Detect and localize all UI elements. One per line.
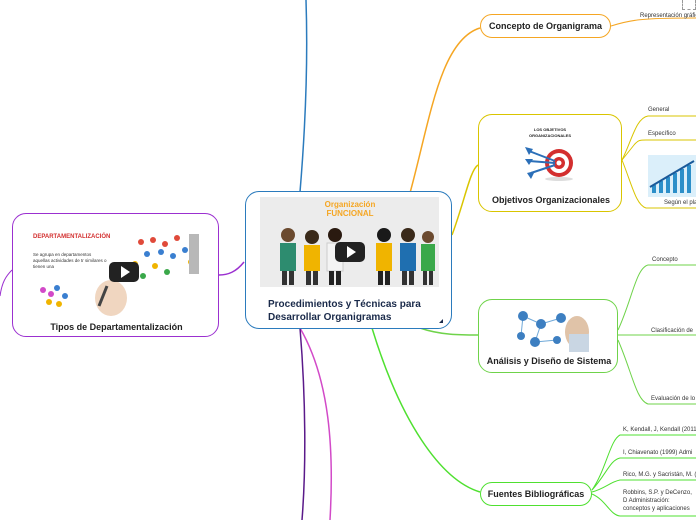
branch-tipos-departamentalizacion[interactable]: DEPARTAMENTALIZACIÓN Se agrupa en depart…	[12, 213, 219, 337]
objetivos-image-text: LOS OBJETIVOS ORGANIZACIONALES	[529, 127, 571, 138]
branch-analisis-diseno-sistema[interactable]: Análisis y Diseño de Sistema	[478, 299, 618, 373]
branch-label: Fuentes Bibliográficas	[487, 489, 585, 499]
branch-label: Tipos de Departamentalización	[50, 322, 183, 332]
branch-label: Análisis y Diseño de Sistema	[486, 356, 612, 366]
leaf-representacion-grafica[interactable]: Representación gráfica	[640, 13, 696, 19]
branch-label: Concepto de Organigrama	[488, 21, 603, 31]
hand-drawing-illustration	[40, 234, 199, 316]
play-button-icon[interactable]	[335, 242, 365, 262]
leaf-fuente-robbins[interactable]: Robbins, S.P. y DeCenzo, D Administració…	[623, 490, 692, 512]
leaf-clasificacion[interactable]: Clasificación de	[651, 328, 694, 334]
collapse-corner-icon[interactable]	[439, 319, 443, 323]
leaf-general[interactable]: General	[648, 107, 670, 113]
branch-concepto-organigrama[interactable]: Concepto de Organigrama	[480, 14, 611, 38]
leaf-fuente-chiavenato[interactable]: I, Chiavenato (1999) Admi	[623, 450, 693, 456]
target-icon	[525, 147, 573, 181]
central-node[interactable]: Organización FUNCIONAL Procedimientos y …	[245, 191, 452, 329]
leaf-concepto[interactable]: Concepto	[652, 257, 678, 263]
network-people-icon	[517, 311, 589, 352]
image-text: Se agrupa en departamentos aquellas acti…	[33, 252, 107, 269]
branch-fuentes-bibliograficas[interactable]: Fuentes Bibliográficas	[480, 482, 592, 506]
branch-objetivos-organizacionales[interactable]: LOS OBJETIVOS ORGANIZACIONALES Objetivos…	[478, 114, 622, 212]
leaf-segun-el-plazo[interactable]: Según el plazo	[664, 200, 696, 206]
play-button-icon[interactable]	[109, 262, 139, 282]
branch-label: Objetivos Organizacionales	[491, 195, 611, 205]
departamentalizacion-video-thumbnail[interactable]: DEPARTAMENTALIZACIÓN Se agrupa en depart…	[21, 220, 211, 316]
image-title: DEPARTAMENTALIZACIÓN	[33, 234, 111, 240]
image-caption: Organización FUNCIONAL	[324, 200, 376, 218]
central-title: Procedimientos y Técnicas para Desarroll…	[268, 299, 421, 323]
leaf-fuente-rico[interactable]: Rico, M.G. y Sacristán, M. (	[623, 472, 696, 478]
leaf-evaluacion[interactable]: Evaluación de lo	[651, 396, 696, 402]
small-document-icon	[682, 0, 696, 10]
leaf-especifico[interactable]: Específico	[648, 131, 676, 137]
plazo-chart-image	[648, 155, 696, 197]
central-video-thumbnail[interactable]: Organización FUNCIONAL	[260, 197, 439, 287]
leaf-fuente-kendall[interactable]: K, Kendall, J, Kendall (2011	[623, 427, 696, 433]
